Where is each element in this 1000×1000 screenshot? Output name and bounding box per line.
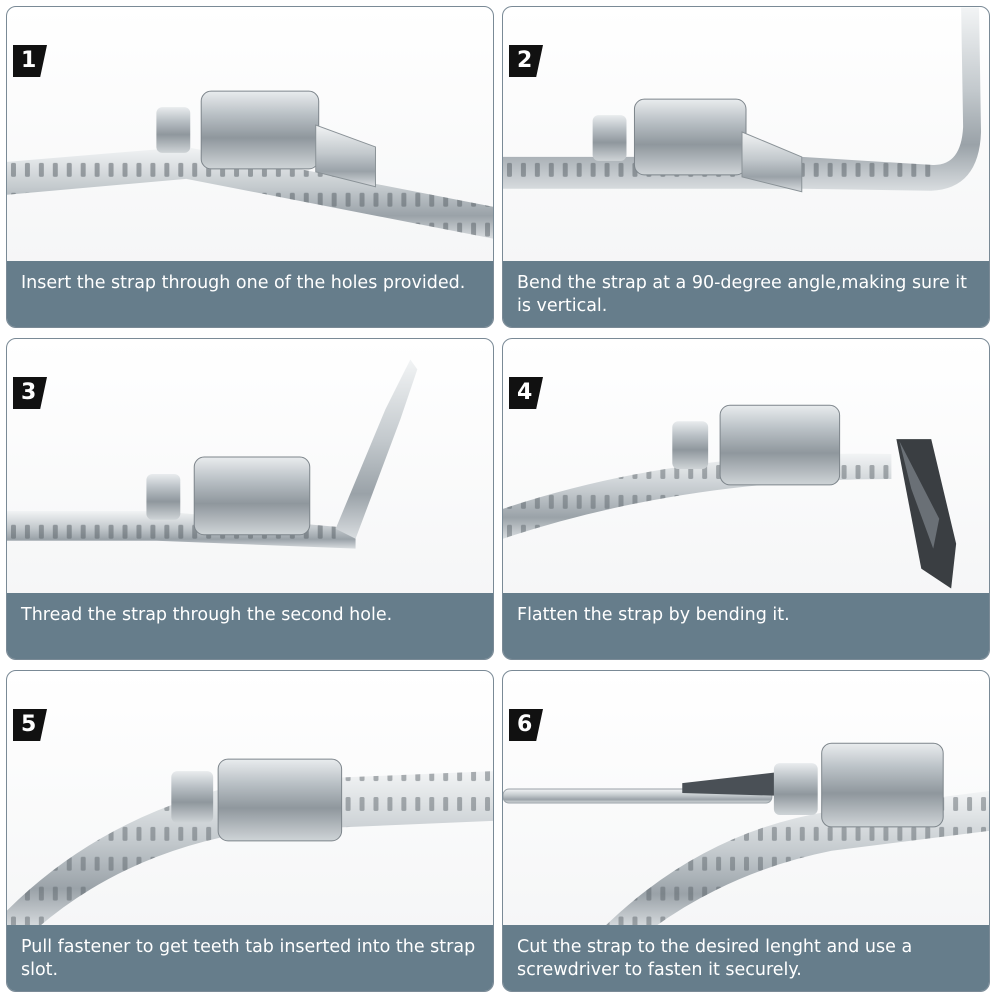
step-caption: Pull fastener to get teeth tab inserted … (7, 925, 493, 991)
step-panel-5: 5 Pull fastener to get teeth tab inserte… (6, 670, 494, 992)
step-2-photo (503, 7, 989, 265)
step-panel-1: 1 Insert the strap through one of the ho… (6, 6, 494, 328)
step-caption: Insert the strap through one of the hole… (7, 261, 493, 327)
step-panel-2: 2 Bend the strap at a 90-degree angle,ma… (502, 6, 990, 328)
clamp-illustration (503, 404, 957, 589)
step-6-photo (503, 671, 989, 929)
clamp-illustration (7, 758, 493, 929)
step-number-badge: 2 (509, 45, 543, 77)
step-number-badge: 1 (13, 45, 47, 77)
step-number-badge: 3 (13, 377, 47, 409)
step-panel-6: 6 Cut the strap to the desired lenght an… (502, 670, 990, 992)
step-1-photo (7, 7, 493, 265)
step-caption: Bend the strap at a 90-degree angle,maki… (503, 261, 989, 327)
step-panel-3: 3 Thread the strap through the second ho… (6, 338, 494, 660)
step-number-badge: 6 (509, 709, 543, 741)
step-caption: Flatten the strap by bending it. (503, 593, 989, 659)
step-5-photo (7, 671, 493, 929)
step-caption: Thread the strap through the second hole… (7, 593, 493, 659)
clamp-illustration (503, 742, 989, 929)
clamp-illustration (7, 90, 493, 239)
step-panel-4: 4 Flatten the strap by bending it. (502, 338, 990, 660)
step-3-photo (7, 339, 493, 597)
step-caption: Cut the strap to the desired lenght and … (503, 925, 989, 991)
step-4-photo (503, 339, 989, 597)
clamp-illustration (7, 359, 418, 549)
step-number-badge: 4 (509, 377, 543, 409)
clamp-illustration (503, 7, 982, 193)
